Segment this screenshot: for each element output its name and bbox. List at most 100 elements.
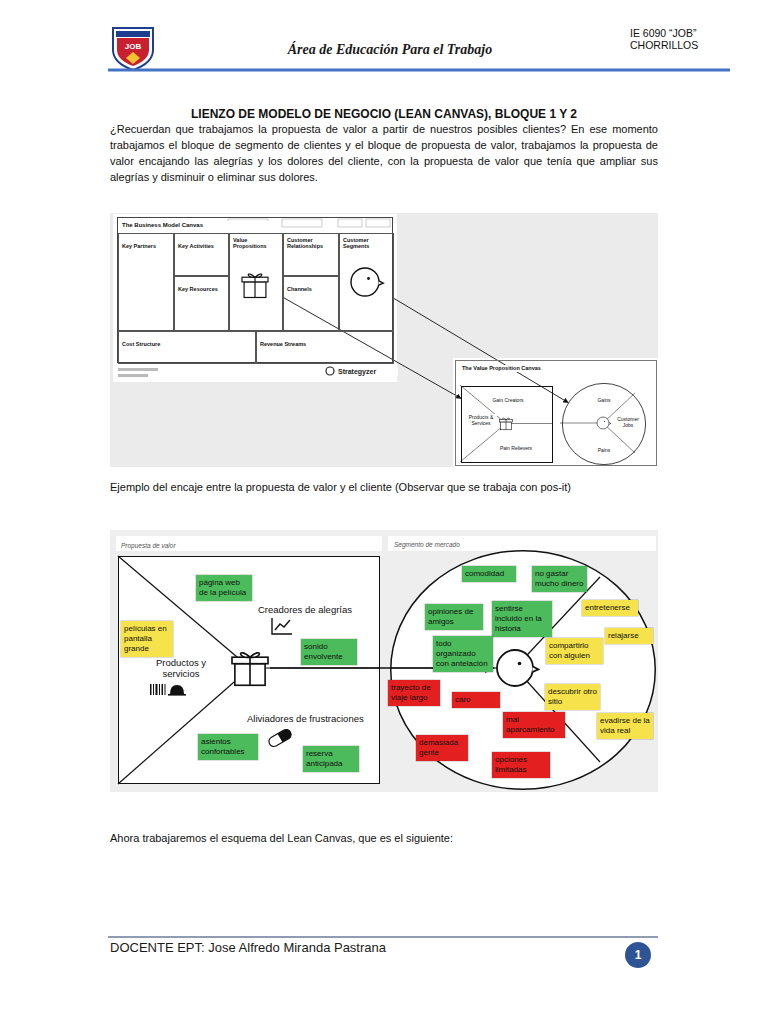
gift-icon (254, 277, 255, 297)
canvas-block: Customer Relationships (283, 233, 339, 276)
canvas-lines (118, 668, 250, 784)
sticky-note: películas en pantalla grande (121, 621, 173, 657)
sticky-note: caro (452, 692, 500, 708)
gift-icon (248, 274, 255, 277)
gift-icon (506, 418, 509, 420)
vpc-lines (460, 385, 635, 462)
brand-name: Strategyzer (338, 367, 398, 376)
face-icon (351, 268, 379, 296)
page-title: LIENZO DE MODELO DE NEGOCIO (LEAN CANVAS… (110, 107, 658, 123)
barcode-icon (162, 684, 164, 695)
image-panel (282, 219, 322, 227)
node-label: Value Propositions (233, 237, 279, 250)
sticky-note: asientos confortables (198, 734, 258, 760)
barcode-icon (150, 684, 186, 696)
image-panel (110, 530, 658, 792)
image-panel (113, 214, 397, 382)
node-label: relajarse (608, 631, 650, 641)
circle-outline (562, 383, 645, 464)
face-icon (497, 650, 533, 686)
circle-outline (391, 551, 656, 790)
node-label: Gains (593, 397, 615, 403)
canvas-lines (118, 556, 250, 668)
barcode-icon (168, 694, 186, 696)
node-label: todo organizado con antelación (436, 639, 490, 669)
pill-icon (267, 728, 293, 749)
sticky-note: descubrir otro sitio (545, 684, 600, 710)
image-panel (118, 556, 380, 784)
face-icon (518, 662, 522, 666)
node-label: Products & Services (465, 414, 497, 426)
image-panel (390, 550, 656, 790)
node-label: opiniones de amigos (428, 607, 480, 627)
node-label: entretenerse (585, 603, 635, 613)
panel-heading: Propuesta de valor (121, 542, 321, 550)
value-square: Propuesta de valorCreadores de alegríasP… (118, 556, 380, 784)
image-panel (116, 536, 382, 551)
node-label: asientos confortables (201, 737, 255, 757)
node-label: Pains (593, 447, 615, 453)
face-icon (367, 277, 370, 280)
canvas-lines (118, 556, 600, 784)
pill-icon (267, 728, 293, 749)
sticky-note: evadirse de la vida real (597, 713, 653, 739)
canvas-block: Key Activities (174, 233, 229, 276)
canvas-block: Channels (283, 276, 339, 331)
node-label: Productos y servicios (147, 657, 215, 679)
image-panel (118, 368, 158, 371)
figure-caption: Ejemplo del encaje entre la propuesta de… (110, 480, 658, 494)
canvas-block: Cost Structure (118, 331, 256, 364)
node-label: sentirse incluido en la historia (495, 604, 549, 634)
header-title: Área de Educación Para el Trabajo (240, 41, 540, 59)
node-label: películas en pantalla grande (124, 624, 170, 654)
connector-arrow (283, 297, 461, 398)
barcode-icon (165, 684, 166, 695)
node-label: demasiada gente (419, 738, 465, 758)
gift-icon (500, 418, 513, 430)
sticky-note: mal aparcamiento (503, 712, 565, 738)
sticky-note: no gastar mucho dinero (532, 566, 587, 592)
pill-icon (278, 728, 293, 743)
node-label: Revenue Streams (260, 341, 306, 347)
node-label: comodidad (465, 569, 513, 579)
page-number: 1 (625, 942, 651, 968)
sticky-note: sonido envolvente (301, 639, 357, 665)
face-icon (604, 421, 605, 422)
image-panel (110, 530, 658, 792)
node-label: Key Resources (178, 286, 218, 292)
logo-text: JOB (122, 42, 144, 52)
footer-rule (108, 937, 658, 938)
face-icon (532, 666, 538, 672)
gift-icon (241, 653, 250, 658)
barcode-icon (159, 684, 160, 695)
chart-icon (272, 618, 292, 634)
sticky-note: opciones limitadas (492, 752, 550, 778)
image-panel (110, 213, 658, 467)
sticky-note: reserva anticipada (303, 746, 359, 772)
sticky-note: demasiada gente (416, 735, 468, 761)
sticky-note: relajarse (605, 628, 653, 644)
face-icon (497, 650, 538, 686)
image-panel (366, 219, 390, 227)
node-label: The Value Proposition Canvas (462, 365, 612, 372)
node-label: Key Activities (178, 243, 214, 249)
pill-icon (267, 728, 293, 749)
canvas-block: Key Resources (174, 276, 229, 331)
barcode-icon (150, 684, 152, 695)
gift-icon (250, 653, 259, 658)
gift-icon (255, 274, 262, 277)
gift-and-face-icons (232, 268, 611, 686)
face-icon (597, 417, 609, 429)
sticky-note: todo organizado con antelación (433, 636, 493, 672)
customer-circle: GainsCustomer JobsPains (562, 383, 646, 465)
node-label: caro (455, 695, 497, 705)
chart-icon (275, 620, 290, 630)
node-label: Customer Relationships (287, 237, 335, 250)
node-label: 1 (635, 948, 642, 962)
node-label: sonido envolvente (304, 642, 354, 662)
sticky-note: opiniones de amigos (425, 604, 483, 630)
node-label: descubrir otro sitio (548, 687, 597, 707)
node-label: Creadores de alegrías (258, 604, 358, 615)
